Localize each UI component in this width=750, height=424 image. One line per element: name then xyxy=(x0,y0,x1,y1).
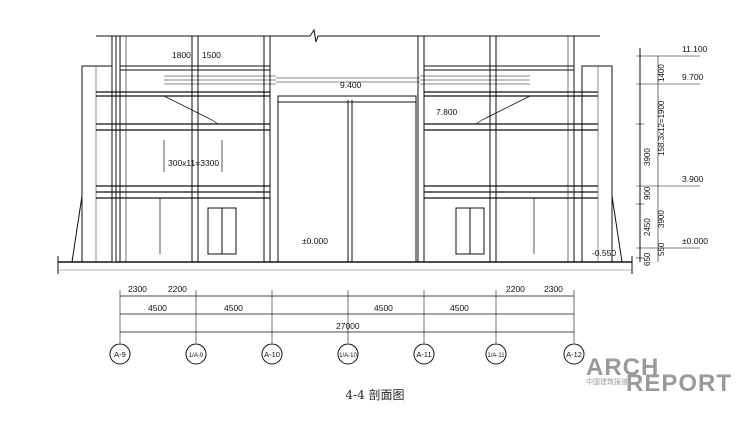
dim-right-650: 650 xyxy=(643,252,652,266)
elev-top-roof: 11.100 xyxy=(682,44,708,54)
elev-upper-floor: 9.700 xyxy=(682,72,704,82)
stair-note: 300x11=3300 xyxy=(168,158,219,168)
dim-bottom-2200-right: 2200 xyxy=(506,284,525,294)
logo-line2: REPORT xyxy=(626,370,733,397)
dim-right-1400: 1400 xyxy=(657,64,666,82)
logo-line1: ARCH xyxy=(586,354,660,381)
dim-bottom-4500-2: 4500 xyxy=(224,303,243,313)
dim-right-900: 900 xyxy=(643,186,652,200)
axis-bubble xyxy=(261,343,283,365)
dim-right-stair: 158.3x12=1900 xyxy=(657,100,666,156)
axis-bubble xyxy=(109,343,131,365)
elev-first-floor: 3.900 xyxy=(682,174,704,184)
axis-bubble xyxy=(485,343,507,365)
axis-bubble xyxy=(337,343,359,365)
dim-top-1800: 1800 xyxy=(172,50,191,60)
dim-right-2450: 2450 xyxy=(643,218,652,236)
elev-mid-level: 9.400 xyxy=(340,80,362,90)
arch-report-logo: ARCH 中国建筑报道 REPORT xyxy=(586,356,746,402)
dim-right-3900b: 3900 xyxy=(657,210,666,228)
axis-label: A-9 xyxy=(114,350,126,359)
dim-bottom-total: 27000 xyxy=(336,321,360,331)
dim-right-550: 550 xyxy=(657,242,666,256)
elev-outdoor: -0.550 xyxy=(592,248,616,258)
dim-bottom-2300-left: 2300 xyxy=(128,284,147,294)
section-drawing: A-91/A-9A-101/A-10A-111/A-11A-12 11.100 … xyxy=(57,28,708,365)
dim-right-3900a: 3900 xyxy=(643,148,652,166)
dim-bottom-2200-left: 2200 xyxy=(168,284,187,294)
axis-label: A-11 xyxy=(416,350,431,359)
axis-label: 1/A-9 xyxy=(189,353,204,359)
axis-bubble xyxy=(413,343,435,365)
dim-top-1500: 1500 xyxy=(202,50,221,60)
elev-ground: ±0.000 xyxy=(302,236,328,246)
dim-bottom-4500-1: 4500 xyxy=(148,303,167,313)
figure-caption: 4-4 剖面图 xyxy=(345,388,405,402)
axis-label: 1/A-11 xyxy=(487,353,505,359)
elev-ground-right: ±0.000 xyxy=(682,236,708,246)
dim-bottom-2300-right: 2300 xyxy=(544,284,563,294)
axis-label: A-10 xyxy=(264,350,280,359)
elev-stair-landing: 7.800 xyxy=(436,107,458,117)
dim-bottom-4500-4: 4500 xyxy=(450,303,469,313)
axis-bubble xyxy=(185,343,207,365)
axis-label: A-12 xyxy=(566,350,582,359)
dim-bottom-4500-3: 4500 xyxy=(374,303,393,313)
axis-label: 1/A-10 xyxy=(339,353,357,359)
axis-bubble xyxy=(563,343,585,365)
logo-cn: 中国建筑报道 xyxy=(586,378,628,386)
